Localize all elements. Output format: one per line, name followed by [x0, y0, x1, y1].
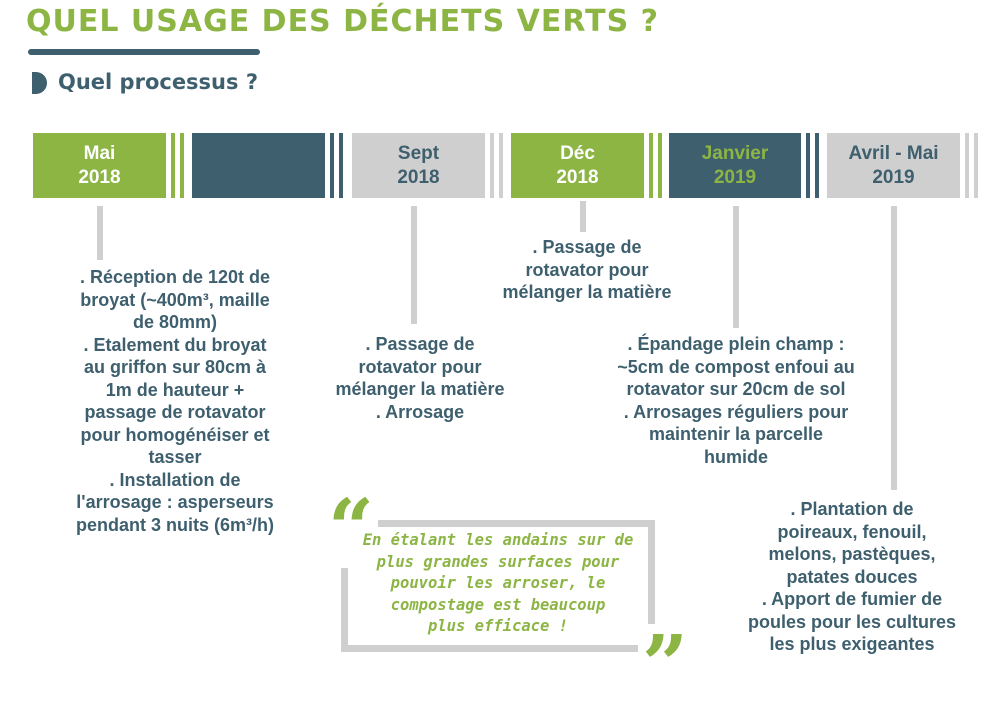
- events-dec-2018: . Passage de rotavator pour mélanger la …: [457, 236, 717, 304]
- event-line: ~5cm de compost enfoui au: [617, 356, 855, 377]
- quote-line: En étalant les andains sur de: [362, 531, 634, 549]
- event-line: patates douces: [786, 566, 918, 587]
- event-line: de 80mm): [132, 312, 218, 332]
- event-line: melons, pastèques,: [768, 544, 936, 564]
- event-line: 1m de hauteur +: [105, 379, 245, 400]
- event-line: poireaux, fenouil,: [777, 521, 927, 542]
- event-line: l'arrosage : asperseurs: [76, 492, 274, 512]
- event-line: tasser: [148, 447, 202, 467]
- separator-stripe: [339, 133, 343, 198]
- events-avril-mai-2019: . Plantation de poireaux, fenouil, melon…: [712, 498, 984, 656]
- event-line: . Arrosages réguliers pour: [623, 401, 849, 422]
- separator-stripe: [180, 133, 184, 198]
- half-circle-icon: [32, 72, 47, 94]
- event-line: . Etalement du broyat: [83, 334, 267, 355]
- separator-stripe: [171, 133, 175, 198]
- separator-stripe: [815, 133, 819, 198]
- timeline-box-sept-2018: Sept 2018: [352, 133, 485, 198]
- separator-stripe: [965, 133, 969, 198]
- event-line: . Épandage plein champ :: [627, 334, 845, 354]
- separator-stripe: [974, 133, 978, 198]
- timeline-box-dec-2018: Déc 2018: [511, 133, 644, 198]
- separator-stripe: [649, 133, 653, 198]
- event-line: . Réception de 120t de: [79, 267, 271, 287]
- event-line: au griffon sur 80cm à: [83, 357, 267, 377]
- connector-line: [580, 201, 586, 232]
- separator-stripe: [806, 133, 810, 198]
- separator-stripe: [330, 133, 334, 198]
- timeline-box-empty: [192, 133, 325, 198]
- separator-stripe: [499, 133, 503, 198]
- event-line: rotavator pour: [525, 259, 649, 280]
- event-line: . Installation de: [109, 469, 241, 490]
- open-quote-icon: “: [324, 488, 379, 568]
- connector-line: [97, 206, 103, 260]
- connector-line: [733, 206, 739, 328]
- event-line: humide: [703, 446, 768, 467]
- event-line: rotavator pour: [358, 356, 482, 377]
- event-line: maintenir la parcelle: [648, 424, 824, 444]
- quote-line: pouvoir les arroser, le: [390, 574, 606, 592]
- event-line: rotavator sur 20cm de sol: [626, 379, 846, 399]
- event-line: passage de rotavator: [84, 402, 266, 422]
- separator-stripe: [658, 133, 662, 198]
- event-line: . Apport de fumier de: [761, 589, 943, 609]
- event-line: . Passage de: [532, 237, 642, 257]
- timeline-box-mai-2018: Mai 2018: [33, 133, 166, 198]
- event-line: pendant 3 nuits (6m³/h): [76, 514, 274, 535]
- connector-line: [411, 206, 417, 324]
- connector-line: [891, 206, 897, 490]
- event-line: . Passage de: [365, 334, 475, 354]
- events-sept-2018: . Passage de rotavator pour mélanger la …: [290, 333, 550, 423]
- quote-line: plus efficace !: [428, 617, 568, 635]
- timeline-box-janvier-2019: Janvier 2019: [669, 133, 801, 198]
- events-janvier-2019: . Épandage plein champ : ~5cm de compost…: [586, 333, 886, 468]
- event-line: poules pour les cultures: [747, 611, 957, 632]
- title-underline: [28, 49, 260, 55]
- event-line: broyat (~400m³, maille: [80, 289, 270, 310]
- quote-line: compostage est beaucoup: [390, 595, 606, 614]
- event-line: mélanger la matière: [335, 379, 505, 399]
- event-line: mélanger la matière: [502, 282, 672, 302]
- section-subtitle: Quel processus ?: [58, 70, 259, 94]
- event-line: . Arrosage: [375, 401, 465, 422]
- event-line: les plus exigeantes: [769, 634, 935, 654]
- quote-text: En étalant les andains sur de plus grand…: [341, 530, 655, 638]
- separator-stripe: [490, 133, 494, 198]
- event-line: pour homogénéiser et: [80, 424, 270, 445]
- timeline-box-avril-mai-2019: Avril - Mai 2019: [827, 133, 960, 198]
- event-line: . Plantation de: [790, 499, 914, 519]
- quote-frame: [341, 520, 655, 652]
- events-mai-2018: . Réception de 120t de broyat (~400m³, m…: [10, 266, 340, 536]
- page-title: QUEL USAGE DES DÉCHETS VERTS ?: [26, 4, 660, 39]
- quote-line: plus grandes surfaces pour: [376, 552, 620, 571]
